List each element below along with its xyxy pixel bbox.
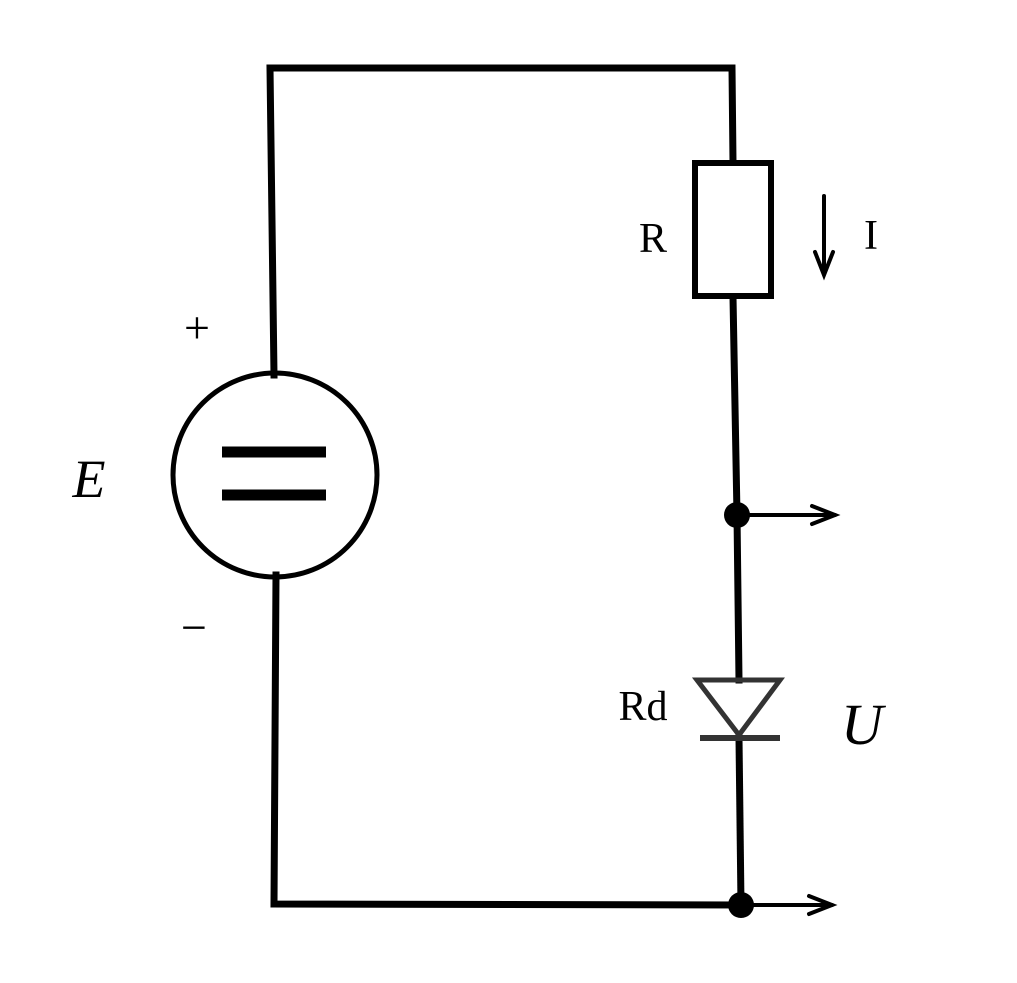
wire-node-to-diode	[733, 511, 743, 684]
resistor-body	[692, 160, 774, 299]
output-node	[724, 502, 750, 528]
wire-bottom	[270, 571, 745, 909]
diode-triangle	[691, 677, 785, 740]
wire-resistor-to-node	[729, 293, 741, 519]
diode-symbol	[691, 677, 785, 741]
wire-top	[266, 64, 737, 379]
source-circle	[170, 370, 380, 580]
label-resistor-r: R	[639, 216, 667, 262]
label-source-e: E	[72, 449, 106, 509]
circuit-wires	[266, 64, 745, 909]
current-arrow-icon	[813, 194, 835, 281]
ground-arrow-icon	[746, 894, 838, 916]
voltage-source	[170, 370, 380, 580]
ground-node	[728, 892, 754, 918]
label-voltage-u: U	[841, 692, 887, 757]
label-minus: −	[181, 602, 207, 653]
label-plus: +	[184, 302, 210, 353]
label-diode-rd: Rd	[618, 684, 667, 730]
output-arrow-icon	[743, 504, 841, 526]
wire-diode-to-bottom-node	[735, 734, 745, 909]
label-current-i: I	[864, 213, 878, 259]
